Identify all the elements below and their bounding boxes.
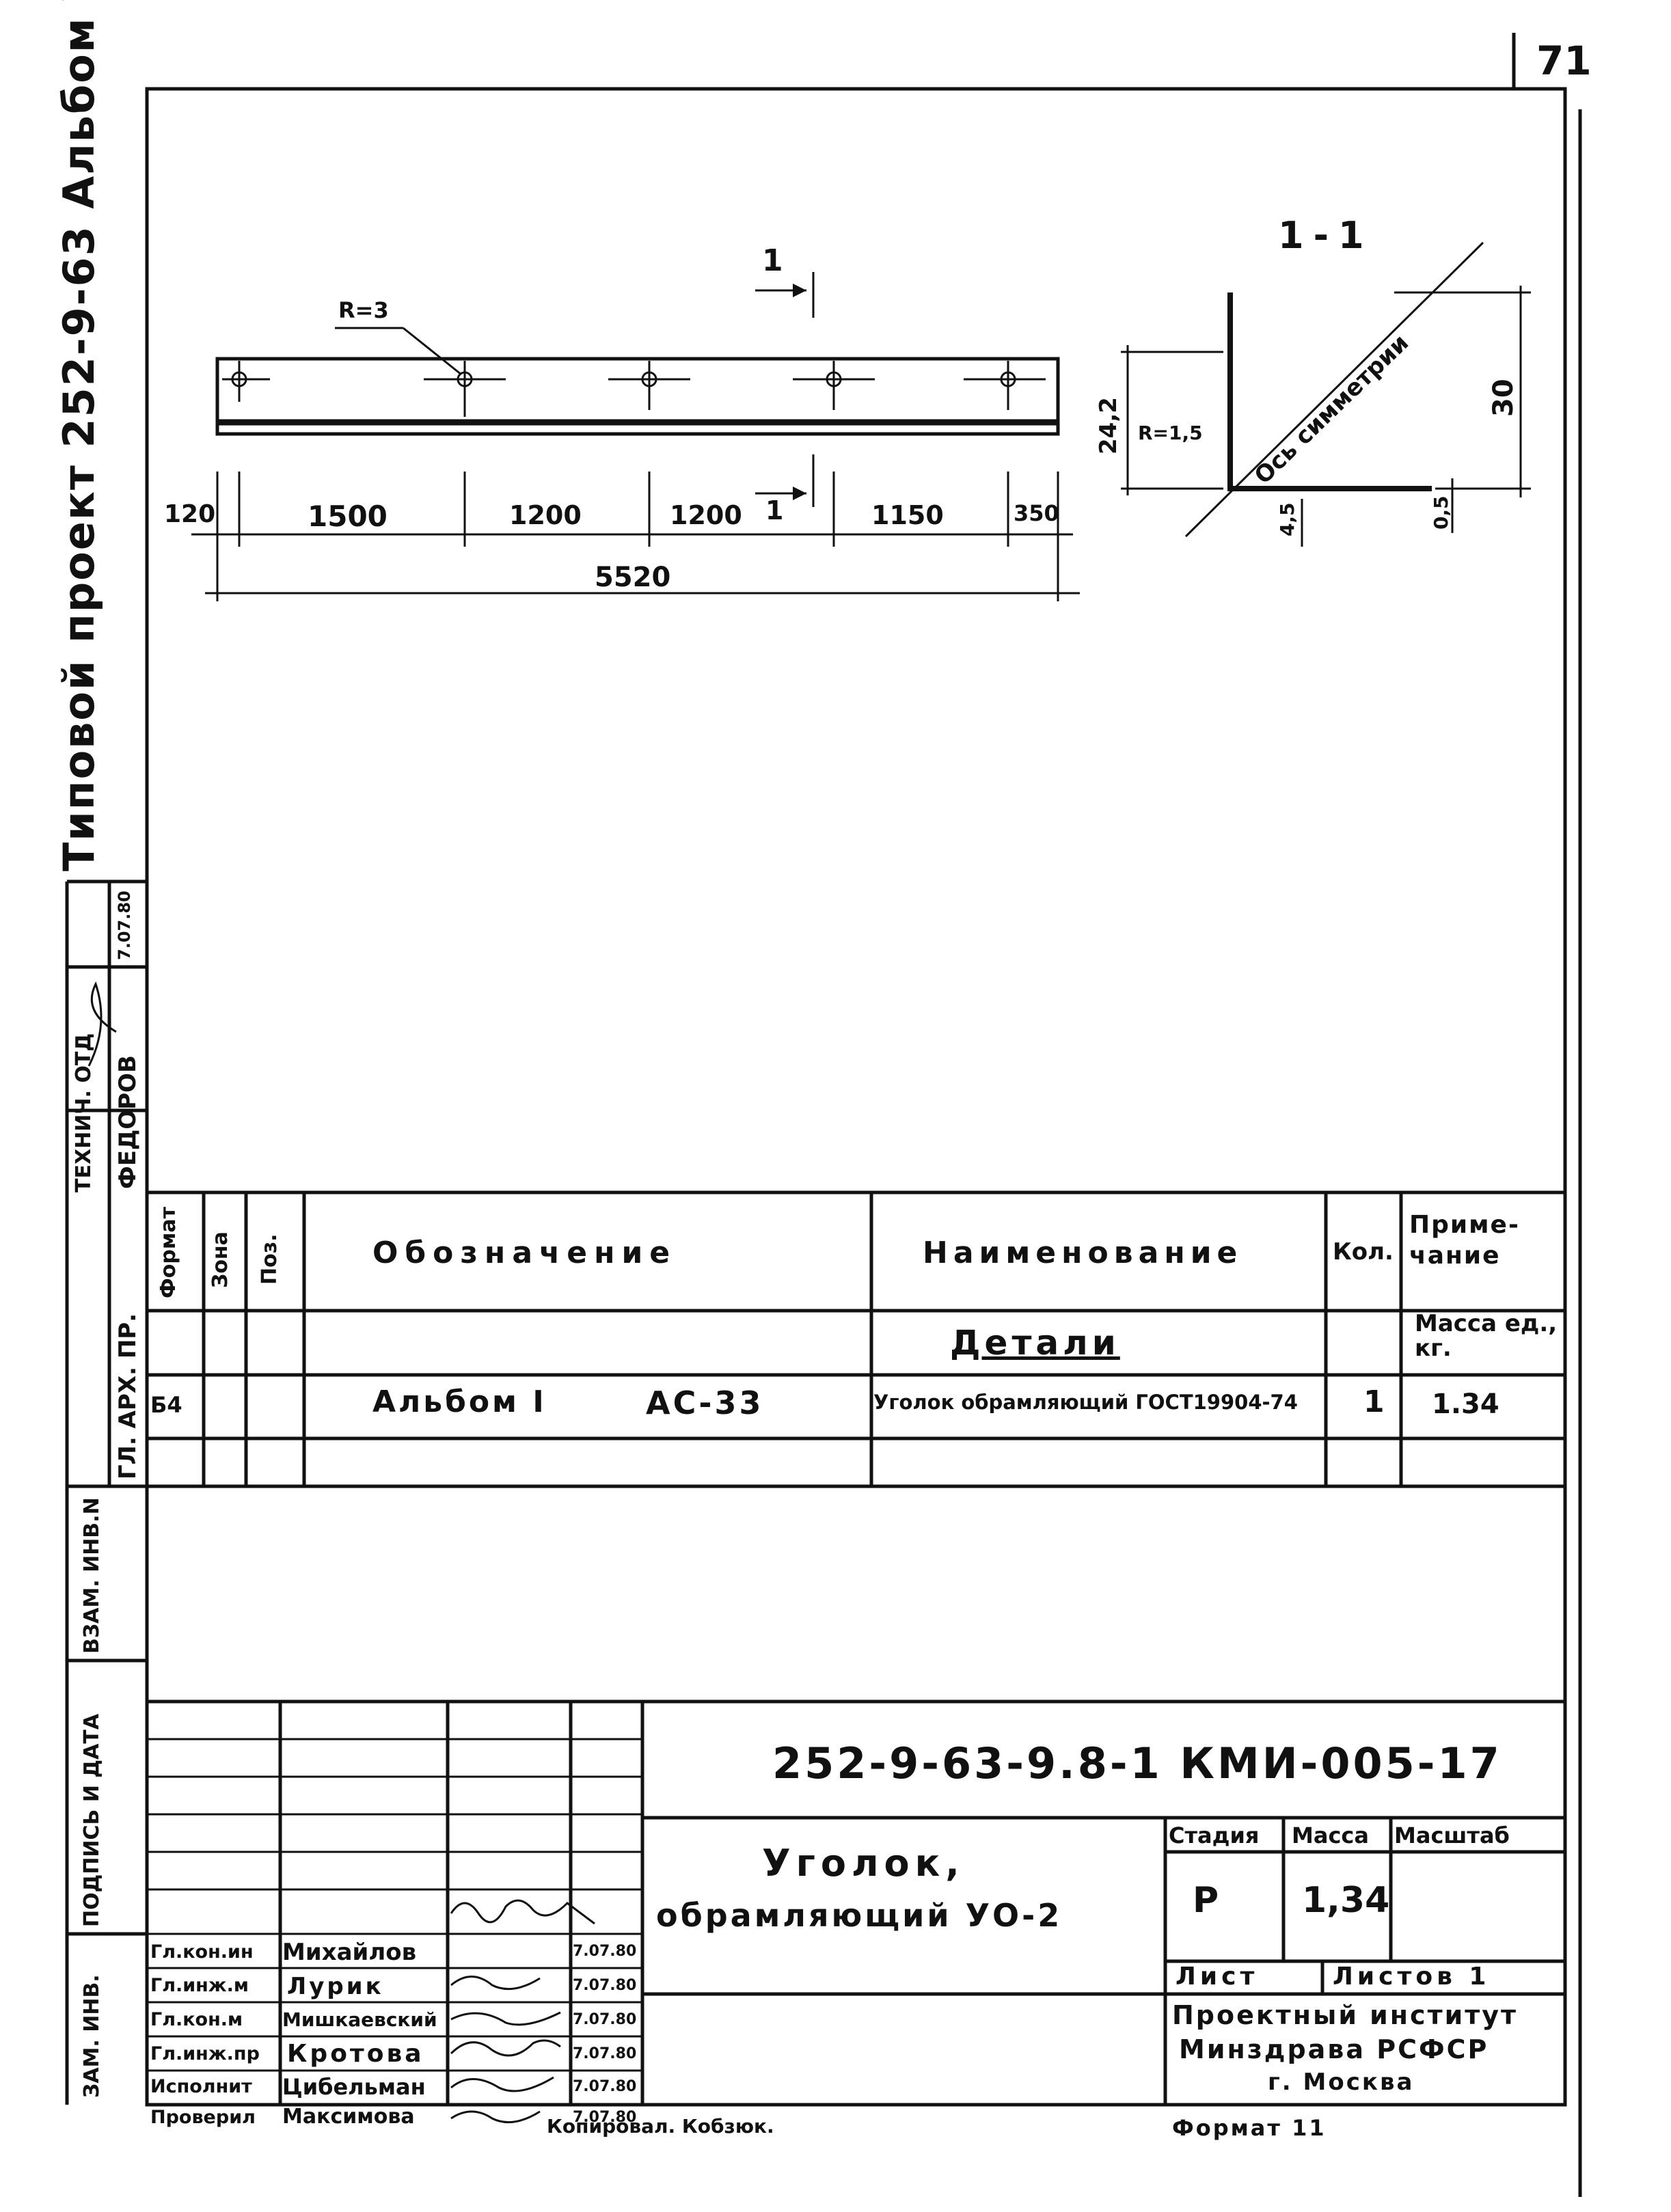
dim-1200-a: 1200: [509, 500, 582, 530]
staff-name: Лурик: [287, 1973, 384, 2000]
row-album: Альбом I: [372, 1384, 547, 1419]
mass-header: Масса: [1292, 1822, 1369, 1848]
staff-name: Максимова: [282, 2105, 415, 2129]
dim-350: 350: [1014, 500, 1059, 526]
staff-date: 7.07.80: [573, 2109, 637, 2126]
staff-role: Проверил: [150, 2107, 256, 2128]
row-note: 1.34: [1432, 1389, 1499, 1420]
staff-role: Гл.инж.м: [150, 1975, 249, 1996]
staff-date: 7.07.80: [573, 1943, 637, 1960]
section-mark-top: 1: [762, 243, 783, 278]
dim-overall: 5520: [595, 562, 671, 593]
row-format: Б4: [150, 1392, 182, 1418]
staff-date: 7.07.80: [573, 1977, 637, 1994]
stage-header: Стадия: [1169, 1822, 1260, 1848]
staff-role: Гл.инж.пр: [150, 2043, 260, 2064]
staff-date: 7.07.80: [573, 2045, 637, 2062]
row-code: АС-33: [646, 1384, 764, 1421]
mass-label: Масса ед., кг.: [1415, 1310, 1558, 1362]
sheet-number: 71: [1536, 38, 1592, 84]
copied-label: Копировал. Кобзюк.: [547, 2115, 774, 2138]
document-code: 252-9-63-9.8-1 КМИ-005-17: [772, 1738, 1502, 1788]
dim-120: 120: [164, 500, 216, 528]
row-name: Уголок обрамляющий ГОСТ19904-74: [873, 1391, 1298, 1414]
col-qty: Кол.: [1333, 1238, 1394, 1266]
staff-date: 7.07.80: [573, 2011, 637, 2028]
org-line-2: Минздрава РСФСР: [1179, 2034, 1489, 2064]
title-line-2: обрамляющий УО-2: [656, 1897, 1063, 1934]
row-qty: 1: [1363, 1384, 1385, 1419]
section-mark-bottom: 1: [765, 495, 784, 525]
title-line-1: Уголок,: [762, 1842, 965, 1885]
mass-value: 1,34: [1302, 1880, 1390, 1921]
staff-name: Цибельман: [282, 2074, 426, 2100]
scale-header: Масштаб: [1394, 1822, 1510, 1848]
staff-name: Кротова: [287, 2040, 424, 2068]
staff-name: Михайлов: [282, 1939, 417, 1966]
angle-bar-elevation: [191, 272, 1080, 601]
angle-section: [1121, 241, 1531, 547]
format-label: Формат 11: [1172, 2115, 1327, 2141]
radius-label: R=3: [338, 297, 389, 323]
staff-name: Мишкаевский: [282, 2008, 437, 2031]
sheets-label: Листов 1: [1333, 1963, 1491, 1991]
dim-1200-b: 1200: [670, 500, 742, 530]
section-title: 1-1: [1278, 214, 1374, 257]
staff-date: 7.07.80: [573, 2078, 637, 2095]
section-details: Детали: [950, 1323, 1120, 1363]
sheet-label: Лист: [1176, 1963, 1259, 1991]
org-line-3: г. Москва: [1268, 2068, 1415, 2096]
col-note: Приме-чание: [1409, 1211, 1520, 1270]
staff-role: Исполнит: [150, 2076, 252, 2097]
section-radius-label: R=1,5: [1138, 422, 1203, 444]
stage-value: Р: [1193, 1880, 1219, 1921]
org-line-1: Проектный институт: [1172, 2000, 1519, 2030]
col-designation: Обозначение: [372, 1235, 677, 1270]
staff-role: Гл.кон.ин: [150, 1941, 254, 1963]
dim-1150: 1150: [871, 500, 944, 530]
staff-role: Гл.кон.м: [150, 2009, 243, 2030]
col-name: Наименование: [923, 1235, 1243, 1270]
dim-1500: 1500: [308, 500, 388, 533]
